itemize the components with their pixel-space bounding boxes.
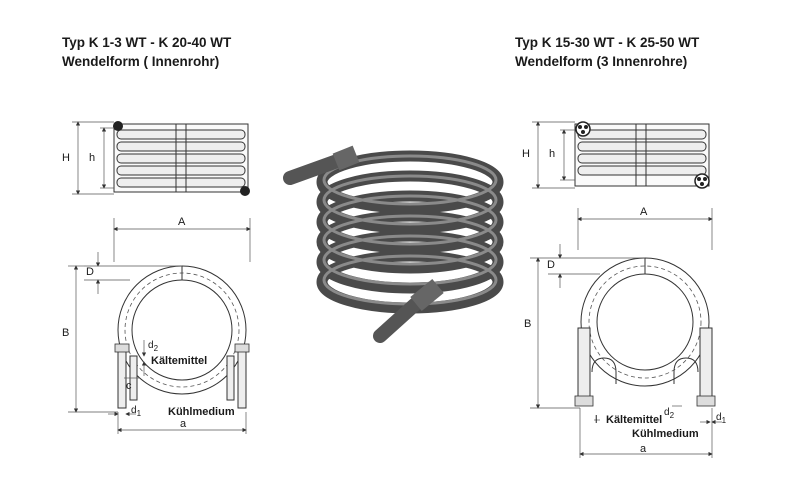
left-title: Typ K 1-3 WT - K 20-40 WT Wendelform ( I… — [62, 33, 231, 71]
right-d1-base: d — [716, 412, 722, 423]
right-d2-label: d2 — [664, 407, 674, 422]
right-top-view — [530, 208, 722, 458]
right-bottom-connector-icon — [694, 173, 710, 189]
left-A-label: A — [178, 216, 186, 228]
right-title-line1: Typ K 15-30 WT - K 25-50 WT — [515, 35, 700, 50]
right-H-label: H — [522, 148, 530, 160]
left-B-label: B — [62, 327, 70, 339]
left-title-line1: Typ K 1-3 WT - K 20-40 WT — [62, 35, 232, 50]
right-d1-label: d1 — [716, 412, 726, 427]
left-a-label: a — [180, 418, 187, 430]
right-a-label: a — [640, 443, 647, 455]
left-d2-label: d2 — [148, 340, 158, 355]
right-kaltemittel-label: Kältemittel — [606, 414, 663, 426]
right-l-label: l — [595, 414, 598, 426]
right-kuhlmedium-label: Kühlmedium — [632, 428, 699, 440]
left-side-view — [72, 121, 250, 196]
right-coil-windings — [577, 124, 707, 186]
right-title-line2: Wendelform (3 Innenrohre) — [515, 54, 688, 69]
left-kuhlmedium-label: Kühlmedium — [168, 406, 235, 418]
right-d2-base: d — [664, 407, 670, 418]
left-d2-sub: 2 — [153, 344, 159, 353]
left-d2-base: d — [148, 340, 154, 351]
left-d1-label: d1 — [131, 405, 141, 420]
left-c-label: c — [126, 380, 132, 392]
left-h-label: h — [89, 152, 96, 164]
right-d1-sub: 1 — [721, 416, 727, 425]
left-kaltemittel-label: Kältemittel — [151, 355, 208, 367]
right-A-label: A — [640, 206, 648, 218]
left-d1-sub: 1 — [136, 409, 142, 418]
right-h-label: h — [549, 148, 556, 160]
left-d1-base: d — [131, 405, 137, 416]
left-D-label: D — [86, 266, 94, 278]
right-title: Typ K 15-30 WT - K 25-50 WT Wendelform (… — [515, 33, 699, 71]
left-H-label: H — [62, 152, 70, 164]
left-title-line2: Wendelform ( Innenrohr) — [62, 54, 220, 69]
right-top-connector-icon — [575, 121, 591, 137]
left-top-connector-icon — [113, 121, 123, 131]
left-coil-windings — [116, 124, 246, 192]
right-D-label: D — [547, 259, 555, 271]
left-bottom-connector-icon — [240, 186, 250, 196]
right-B-label: B — [524, 318, 532, 330]
right-d2-sub: 2 — [669, 411, 675, 420]
right-side-view — [532, 121, 710, 189]
left-top-view — [68, 218, 251, 434]
coil-3d-illustration — [283, 145, 504, 343]
